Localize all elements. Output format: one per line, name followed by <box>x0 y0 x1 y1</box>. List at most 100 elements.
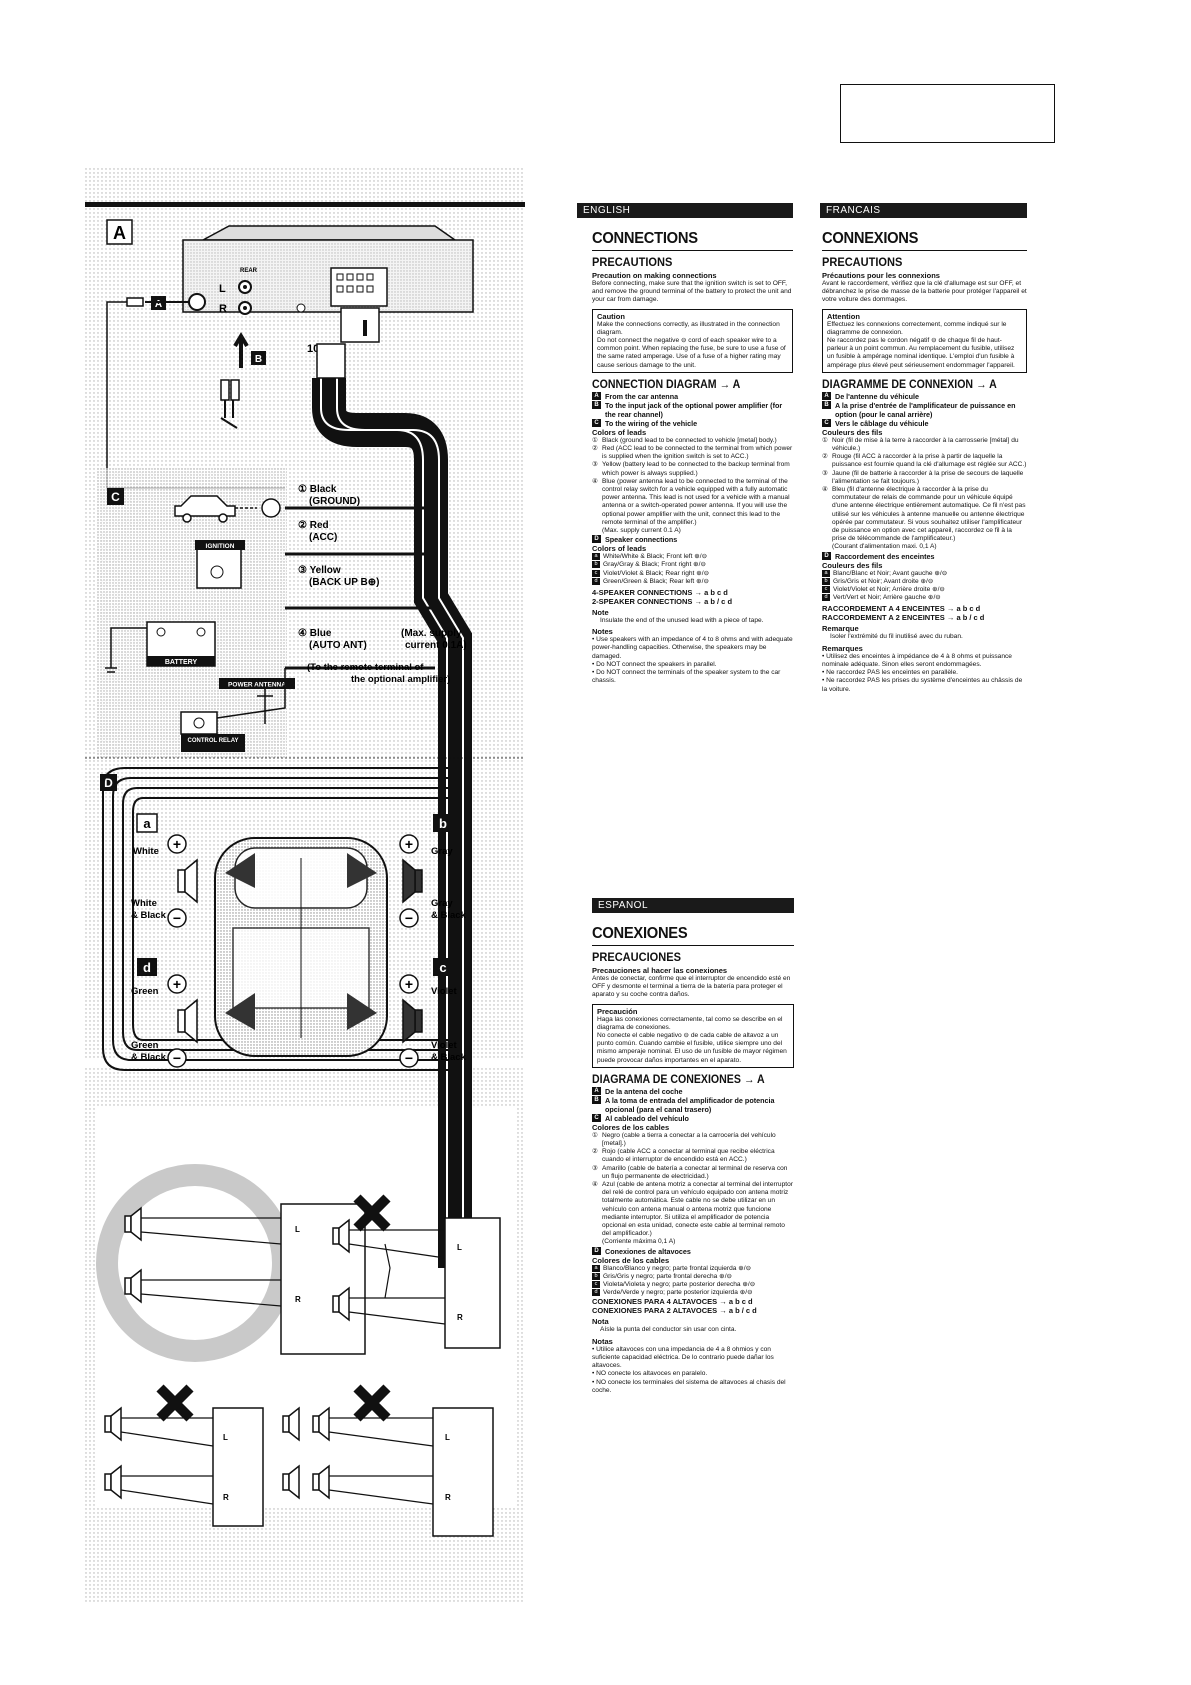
callout-a-box <box>136 813 158 833</box>
english-l1: Black (ground lead to be connected to ve… <box>602 436 777 444</box>
callout-d-box <box>137 958 157 976</box>
espanol-l4b: (Corriente máxima 0,1 A) <box>602 1238 676 1246</box>
wiring-harness <box>312 307 472 1268</box>
espanol-l4: Azul (cable de antena motriz a conectar … <box>602 1181 793 1238</box>
english-colors-leads: Colors of leads <box>592 427 647 437</box>
espanol-title: CONEXIONES <box>592 925 688 942</box>
espanol-l1: Negro (cable a tierra a conectar a la ca… <box>602 1131 776 1148</box>
francais-note: Remarque <box>822 624 859 634</box>
espanol-two-sp: CONEXIONES PARA 2 ALTAVOCES → a b / c d <box>592 1306 757 1316</box>
green-label: Green <box>131 986 159 997</box>
english-s1: White/White & Black; Front left ⊕/⊖ <box>603 553 708 561</box>
english-colors-leads-2: Colors of leads <box>592 544 647 554</box>
acc-label: (ACC) <box>309 532 337 543</box>
auto-ant-label: (AUTO ANT) <box>309 640 367 651</box>
svg-text:L: L <box>223 1433 228 1442</box>
francais-caution-box: Attention Effectuez les connexions corre… <box>822 308 1027 373</box>
espanol-d1: Conexiones de altavoces <box>605 1246 691 1256</box>
espanol-caution-1: Haga las conexiones correctamente, tal c… <box>597 1015 783 1031</box>
espanol-precautions: PRECAUCIONES <box>592 950 681 964</box>
english-notes: Notes <box>592 627 613 637</box>
gray-black-label-1: Gray <box>431 898 453 909</box>
red-wire-label: ② Red <box>298 520 329 531</box>
channel-r-label: R <box>219 303 227 315</box>
francais-s1: Blanc/Blanc et Noir; Avant gauche ⊕/⊖ <box>833 569 948 577</box>
english-caution-box: Caution Make the connections correctly, … <box>592 308 793 373</box>
francais-s3: Violet/Violet et Noir; Arrière droite ⊕/… <box>833 586 945 594</box>
front-right-speaker-icon <box>347 853 377 888</box>
francais-n3: • Ne raccordez PAS les prises du système… <box>822 677 1023 693</box>
violet-black-label-1: Violet <box>431 1040 458 1051</box>
blue-wire-label: ④ Blue <box>298 628 332 639</box>
tag-b-box <box>251 351 266 365</box>
current-label: current 0.1A) <box>405 640 467 651</box>
francais-n1: • Utilisez des enceintes à impédance de … <box>822 652 1012 668</box>
english-precautions: PRECAUTIONS <box>592 255 673 269</box>
francais-prec-text: Avant le raccordement, vérifiez que la c… <box>822 280 1027 304</box>
plus-sign: + <box>173 976 181 992</box>
francais-column: CONNEXIONS PRECAUTIONS Précautions pour … <box>822 230 1027 693</box>
section-a-box <box>106 219 133 245</box>
english-column: CONNECTIONS PRECAUTIONS Precaution on ma… <box>592 230 793 685</box>
section-a-label: A <box>113 223 126 243</box>
tag-b-label: B <box>255 354 262 365</box>
espanol-a1: De la antena del coche <box>605 1086 683 1096</box>
cross-icon <box>156 1384 194 1422</box>
espanol-s3: Violeta/Violeta y negro; parte posterior… <box>603 1281 756 1289</box>
espanol-note: Nota <box>592 1317 609 1327</box>
yellow-wire-label: ③ Yellow <box>298 565 341 576</box>
tag-c-label: C <box>111 490 120 504</box>
callout-b-label: b <box>439 816 447 831</box>
green-black-label-2: & Black <box>131 1052 167 1063</box>
francais-l4: Bleu (fil d'antenne électrique à raccord… <box>832 486 1026 543</box>
english-prec-sub: Precaution on making connections <box>592 271 717 280</box>
francais-b1: A la prise d'entrée de l'amplificateur d… <box>835 400 1016 419</box>
top-rule <box>85 202 525 207</box>
espanol-column: CONEXIONES PRECAUCIONES Precauciones al … <box>592 925 794 1394</box>
espanol-l3: Amarillo (cable de batería a conectar al… <box>602 1164 788 1180</box>
front-left-speaker-icon <box>225 853 255 888</box>
espanol-diagram-title: DIAGRAMA DE CONEXIONES → A <box>592 1073 765 1086</box>
wiring-example-wrong-3: L R <box>282 1384 494 1537</box>
francais-precautions: PRECAUTIONS <box>822 255 903 269</box>
francais-caution-title: Attention <box>827 311 860 321</box>
espanol-n2: • NO conecte los altavoces en paralelo. <box>592 1370 708 1378</box>
callout-b-box <box>433 814 453 832</box>
espanol-caution-box: Precaución Haga las conexiones correctam… <box>592 1003 794 1068</box>
espanol-n3: • NO conecte los terminales del sistema … <box>592 1378 786 1394</box>
remote-label-1: (To the remote terminal of <box>307 662 424 673</box>
espanol-c1: Al cableado del vehículo <box>605 1113 689 1123</box>
espanol-caution-2: No conecte el cable negativo ⊖ de cada c… <box>597 1032 787 1064</box>
francais-notes: Remarques <box>822 643 863 653</box>
english-note: Note <box>592 608 609 618</box>
espanol-prec-text: Antes de conectar, confirme que el inter… <box>592 975 791 999</box>
page-label-box <box>840 84 1055 143</box>
espanol-colors-leads-2: Colores de los cables <box>592 1255 670 1265</box>
power-antenna-label: POWER ANTENNA <box>228 682 286 689</box>
white-label: White <box>133 846 159 857</box>
gray-black-label-2: & Black <box>431 910 467 921</box>
english-a1: From the car antenna <box>605 391 679 401</box>
english-l3: Yellow (battery lead to be connected to … <box>602 461 790 477</box>
espanol-note-text: Aísle la punta del conductor sin usar co… <box>600 1326 737 1334</box>
espanol-s2: Gris/Gris y negro; parte frontal derecha… <box>603 1272 733 1280</box>
plus-sign: + <box>405 976 413 992</box>
rear-left-speaker-icon <box>225 993 255 1030</box>
espanol-s4: Verde/Verde y negro; parte posterior izq… <box>603 1289 753 1297</box>
ignition-switch-icon <box>196 547 242 589</box>
antenna-jack-icon <box>188 293 206 311</box>
violet-label: Violet <box>431 986 458 997</box>
battery-label: BATTERY <box>165 659 198 666</box>
francais-prec-sub: Précautions pour les connexions <box>822 271 940 280</box>
svg-text:R: R <box>445 1493 451 1502</box>
espanol-b1: A la toma de entrada del amplificador de… <box>605 1095 775 1114</box>
gray-label: Gray <box>431 846 453 857</box>
tag-a-label: A <box>155 299 162 310</box>
english-c1: To the wiring of the vehicle <box>605 418 698 428</box>
francais-n2: • Ne raccordez PAS les enceintes en para… <box>822 669 958 677</box>
english-caution-1: Make the connections correctly, as illus… <box>597 320 780 336</box>
section-d-label: D <box>104 776 113 790</box>
francais-l1: Noir (fil de mise à la terre à raccorder… <box>832 436 1019 453</box>
francais-d1: Raccordement des enceintes <box>835 551 935 561</box>
cross-icon <box>353 1384 391 1422</box>
